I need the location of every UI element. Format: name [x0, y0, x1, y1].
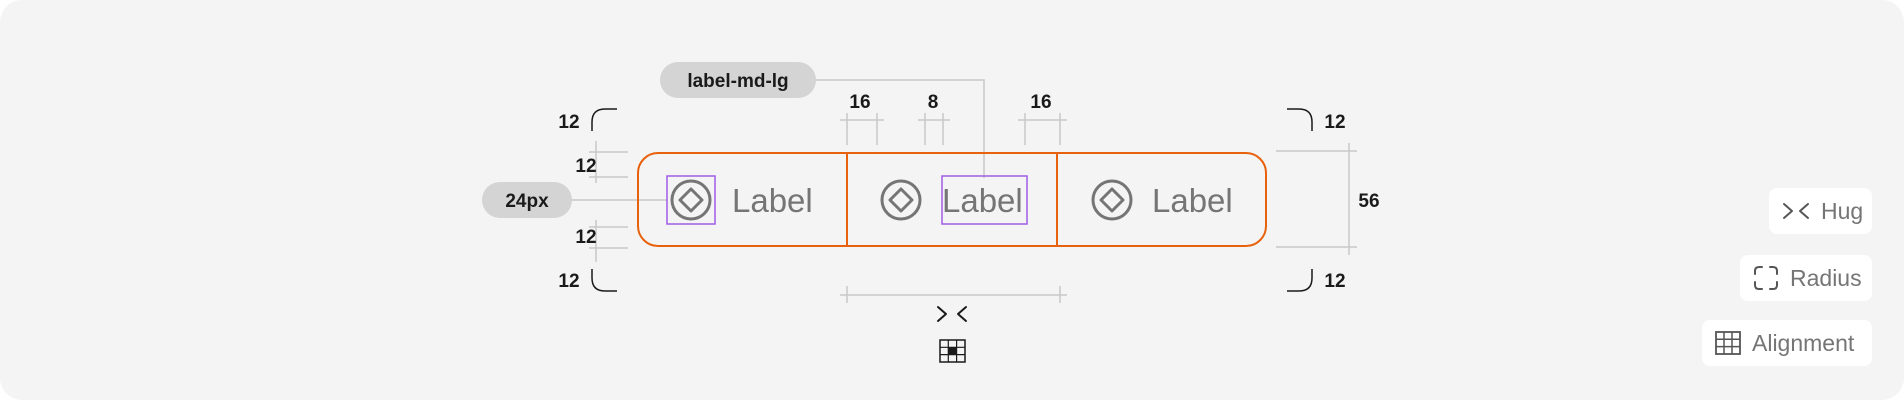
- radius-top-right-value: 12: [1324, 112, 1345, 133]
- radius-top-left-value: 12: [558, 112, 579, 133]
- legend-hug: Hug: [1769, 188, 1872, 234]
- height-value: 56: [1358, 191, 1379, 212]
- legend-alignment-label: Alignment: [1752, 329, 1855, 356]
- typography-leader-line: [815, 79, 985, 178]
- padding-right-value: 16: [1030, 92, 1051, 113]
- segmented-button: Label Label Label: [637, 152, 1267, 247]
- diamond-icon: [880, 179, 922, 221]
- legend-radius: Radius: [1740, 255, 1872, 301]
- segment-2-label: Label: [942, 182, 1023, 219]
- alignment-grid-icon: [939, 339, 966, 363]
- radius-corner-bottom-right: [1287, 269, 1313, 292]
- diamond-icon: [1091, 179, 1133, 221]
- alignment-grid-icon: [1715, 331, 1741, 355]
- diamond-icon: [670, 179, 712, 221]
- radius-corner-top-left: [591, 108, 617, 131]
- height-bracket: [1276, 143, 1357, 255]
- typography-token-label: label-md-lg: [687, 71, 788, 92]
- radius-bottom-left-value: 12: [558, 271, 579, 292]
- padding-top-value: 12: [575, 156, 596, 177]
- segment-1[interactable]: Label: [666, 175, 813, 225]
- padding-left-value: 16: [849, 92, 870, 113]
- icon-size-token-label: 24px: [505, 191, 549, 212]
- typography-token-pill: label-md-lg: [660, 62, 816, 98]
- segment-2[interactable]: Label: [880, 175, 1028, 225]
- segment-3-label: Label: [1152, 182, 1233, 219]
- radius-icon: [1754, 266, 1778, 290]
- radius-corner-marks: [591, 108, 1313, 292]
- hug-icon: [937, 306, 967, 322]
- radius-corner-top-right: [1287, 108, 1313, 131]
- segment-3[interactable]: Label: [1091, 179, 1233, 221]
- measurement-guides: [570, 79, 1357, 303]
- legend-radius-label: Radius: [1790, 264, 1862, 291]
- segment-1-label: Label: [732, 182, 813, 219]
- hug-width-bracket: [840, 286, 1067, 303]
- segmented-button-outline: [637, 152, 1267, 247]
- icon-size-highlight: [666, 175, 716, 225]
- gap-value: 8: [928, 92, 939, 113]
- hug-icon: [1783, 203, 1809, 219]
- radius-corner-bottom-left: [591, 269, 617, 292]
- label-highlight: [941, 175, 1028, 225]
- legend-hug-label: Hug: [1821, 197, 1864, 224]
- padding-bottom-value: 12: [575, 227, 596, 248]
- padding-ticks-top: [840, 113, 1067, 145]
- padding-ticks-left: [589, 141, 628, 262]
- icon-size-token-pill: 24px: [482, 182, 572, 218]
- radius-bottom-right-value: 12: [1324, 271, 1345, 292]
- legend-alignment: Alignment: [1702, 320, 1872, 366]
